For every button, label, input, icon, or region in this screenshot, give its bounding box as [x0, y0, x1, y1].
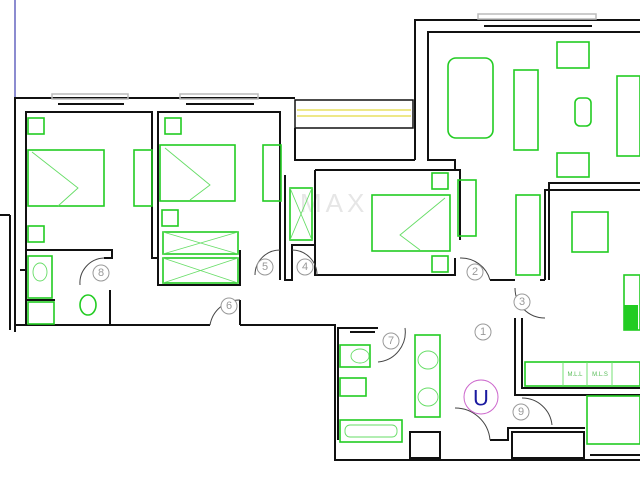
dishwasher-label: M.L.L [567, 372, 583, 378]
svg-text:9: 9 [518, 406, 524, 418]
room-number-4: 4 [296, 258, 314, 276]
svg-text:2: 2 [472, 266, 478, 278]
svg-text:8: 8 [98, 267, 104, 279]
walls [14, 13, 640, 461]
watermark: MAX [300, 188, 368, 218]
svg-text:1: 1 [480, 326, 486, 338]
room-number-2: 2 [466, 263, 484, 281]
svg-text:5: 5 [262, 261, 268, 273]
svg-text:7: 7 [388, 335, 394, 347]
room-number-3: 3 [513, 293, 531, 311]
svg-text:3: 3 [519, 296, 525, 308]
room-number-6: 6 [220, 297, 238, 315]
washing-machine-label: M.L.S [592, 372, 608, 378]
room-number-5: 5 [256, 258, 274, 276]
furniture [27, 41, 640, 445]
room-number-8: 8 [92, 264, 110, 282]
svg-text:U: U [473, 386, 489, 411]
room-number-1: 1 [474, 323, 492, 341]
room-number-7: 7 [382, 332, 400, 350]
svg-text:4: 4 [302, 261, 308, 273]
svg-text:6: 6 [226, 300, 232, 312]
entrance-marker: U [463, 379, 499, 415]
room-number-9: 9 [512, 403, 530, 421]
